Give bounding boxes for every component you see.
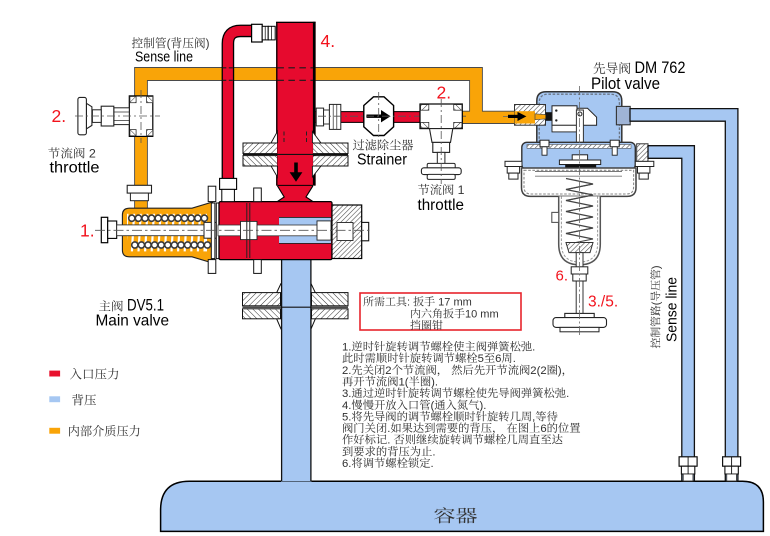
svg-text:先导阀: 先导阀 xyxy=(593,58,631,77)
svg-text:6.将调节螺栓锁定.: 6.将调节螺栓锁定. xyxy=(342,455,434,471)
svg-text:作好标记. 否则继续旋转调节螺栓几周直至达: 作好标记. 否则继续旋转调节螺栓几周直至达 xyxy=(342,432,564,448)
svg-text:入口压力: 入口压力 xyxy=(70,365,120,383)
svg-text:DV5.1: DV5.1 xyxy=(127,297,164,315)
svg-text:容器: 容器 xyxy=(434,503,479,528)
svg-text:挡圈钳: 挡圈钳 xyxy=(410,317,443,333)
svg-text:2.: 2. xyxy=(52,106,67,126)
svg-text:2.: 2. xyxy=(437,83,452,103)
svg-text:4.: 4. xyxy=(321,31,336,51)
svg-text:2.先关闭2个节流阀， 然后先开节流阀2(2圈)，: 2.先关闭2个节流阀， 然后先开节流阀2(2圈)， xyxy=(342,362,573,378)
svg-text:1.逆时针旋转调节螺栓使主阀弹簧松弛.: 1.逆时针旋转调节螺栓使主阀弹簧松弛. xyxy=(342,339,535,355)
svg-text:4.慢慢开放入口管(通入氮气).: 4.慢慢开放入口管(通入氮气). xyxy=(342,397,486,413)
svg-text:到要求的背压为止.: 到要求的背压为止. xyxy=(342,443,436,459)
svg-text:所需工具: 扳手 17 mm: 所需工具: 扳手 17 mm xyxy=(363,294,472,310)
svg-text:throttle: throttle xyxy=(418,197,465,214)
svg-text:控制管路(导压管): 控制管路(导压管) xyxy=(648,266,664,349)
svg-text:主阀: 主阀 xyxy=(99,297,124,315)
svg-text:Pilot valve: Pilot valve xyxy=(591,75,660,93)
svg-text:再开节流阀1(半圈).: 再开节流阀1(半圈). xyxy=(342,373,438,389)
svg-text:背压: 背压 xyxy=(72,391,98,409)
svg-text:3./5.: 3./5. xyxy=(588,294,618,311)
svg-text:6.: 6. xyxy=(556,268,569,285)
svg-text:此时需顺时针旋转调节螺栓5至6周.: 此时需顺时针旋转调节螺栓5至6周. xyxy=(342,350,516,366)
svg-text:Sense line: Sense line xyxy=(135,49,193,66)
svg-text:Sense line: Sense line xyxy=(664,277,681,342)
svg-text:Main valve: Main valve xyxy=(96,313,170,330)
svg-text:阀门关闭.如果达到需要的背压， 在图上6的位置: 阀门关闭.如果达到需要的背压， 在图上6的位置 xyxy=(342,420,581,436)
svg-text:Strainer: Strainer xyxy=(357,152,407,169)
svg-text:节流阀 2: 节流阀 2 xyxy=(48,145,96,162)
svg-text:DM 762: DM 762 xyxy=(635,59,686,77)
svg-text:控制管(背压阀): 控制管(背压阀) xyxy=(132,34,210,52)
svg-text:1.: 1. xyxy=(80,221,95,241)
svg-text:内六角扳手10 mm: 内六角扳手10 mm xyxy=(410,306,499,322)
svg-text:内部介质压力: 内部介质压力 xyxy=(68,422,141,440)
svg-text:3.通过逆时针旋转调节螺栓使先导阀弹簧松弛.: 3.通过逆时针旋转调节螺栓使先导阀弹簧松弛. xyxy=(342,385,569,401)
svg-text:节流阀 1: 节流阀 1 xyxy=(418,181,465,198)
svg-text:过滤除尘器: 过滤除尘器 xyxy=(353,136,414,154)
svg-text:throttle: throttle xyxy=(50,160,100,177)
svg-text:5.将先导阀的调节螺栓顺时针旋转几周,等待: 5.将先导阀的调节螺栓顺时针旋转几周,等待 xyxy=(342,408,558,424)
